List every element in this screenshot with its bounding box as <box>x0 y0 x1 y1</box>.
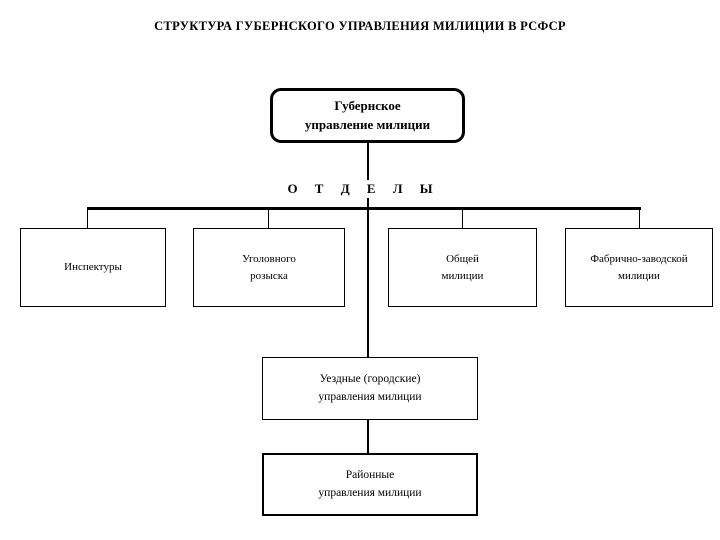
node-rayonnye-upravleniya-militsii[interactable]: Районные управления милиции <box>262 453 478 516</box>
connector-bus-to-dept-3 <box>462 207 464 229</box>
node-label-line-1: Уголовного <box>242 253 296 265</box>
connector-root-to-uyezd <box>367 209 369 357</box>
connector-bus-horizontal <box>88 207 641 210</box>
node-label-line-1: Районные <box>345 469 395 482</box>
node-uyezdnye-gorodskie-upravleniya-militsii[interactable]: Уездные (городские) управления милиции <box>262 357 478 420</box>
node-label-line-2: управления милиции <box>318 486 422 499</box>
connector-bus-to-dept-4 <box>639 207 641 229</box>
node-label-line-2: милиции <box>618 269 660 282</box>
node-label-line-2: розыска <box>250 269 288 282</box>
node-label-line-2: управления милиции <box>318 390 422 403</box>
page-title: СТРУКТУРА ГУБЕРНСКОГО УПРАВЛЕНИЯ МИЛИЦИИ… <box>154 19 566 33</box>
node-gubernskoe-upravlenie-militsii[interactable]: Губернское управление милиции <box>270 88 465 143</box>
node-label-line-1: Уездные (городские) <box>319 373 421 386</box>
node-department-obshchey-militsii[interactable]: Общей милиции <box>388 228 537 307</box>
node-label-line-2: управление милиции <box>304 116 431 132</box>
connector-bus-to-dept-2 <box>268 207 270 229</box>
node-department-ugolovnogo-rozyska[interactable]: Уголовного розыска <box>193 228 345 307</box>
connector-root-to-bus <box>367 143 369 209</box>
section-caption-otdely: О Т Д Е Л Ы <box>0 180 720 198</box>
node-label-line-1: Губернское <box>334 97 401 113</box>
connector-uyezd-to-raion <box>367 420 369 454</box>
connector-bus-to-dept-1 <box>87 207 89 229</box>
node-label-line-1: Инспектуры <box>64 261 122 274</box>
node-label-line-1: Фабрично-заводской <box>590 253 688 265</box>
node-label-line-1: Общей <box>446 253 479 265</box>
node-label-line-2: милиции <box>441 269 484 282</box>
node-department-fabrichno-zavodskoy-militsii[interactable]: Фабрично-заводской милиции <box>565 228 713 307</box>
node-department-inspektury[interactable]: Инспектуры <box>20 228 166 307</box>
